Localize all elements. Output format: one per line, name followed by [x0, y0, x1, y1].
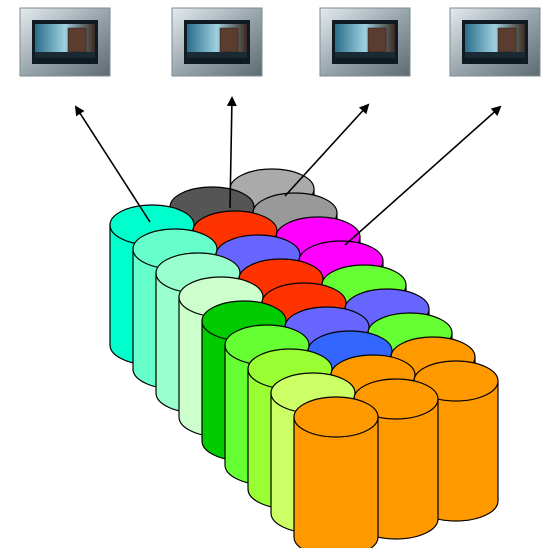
screen-ground [465, 52, 525, 58]
arrow-4 [344, 105, 502, 246]
monitor-3 [319, 7, 411, 77]
cylinder-body [293, 416, 379, 548]
monitor-4 [449, 7, 541, 77]
screen-building [219, 27, 239, 53]
arrow-group [74, 96, 502, 246]
cylinder-top [293, 396, 379, 438]
monitor-group [19, 7, 541, 77]
arrow-3 [284, 103, 370, 197]
arrow-1 [74, 105, 151, 223]
screen-building [67, 27, 87, 53]
monitor-2 [171, 7, 263, 77]
screen-ground [335, 52, 395, 58]
screen-ground [35, 52, 95, 58]
arrow-2 [226, 96, 237, 209]
screen-building [367, 27, 387, 53]
screen-ground [187, 52, 247, 58]
cylinder-r8-c0 [293, 396, 379, 548]
monitor-1 [19, 7, 111, 77]
screen-building [497, 27, 517, 53]
cylinder-array [109, 168, 499, 548]
